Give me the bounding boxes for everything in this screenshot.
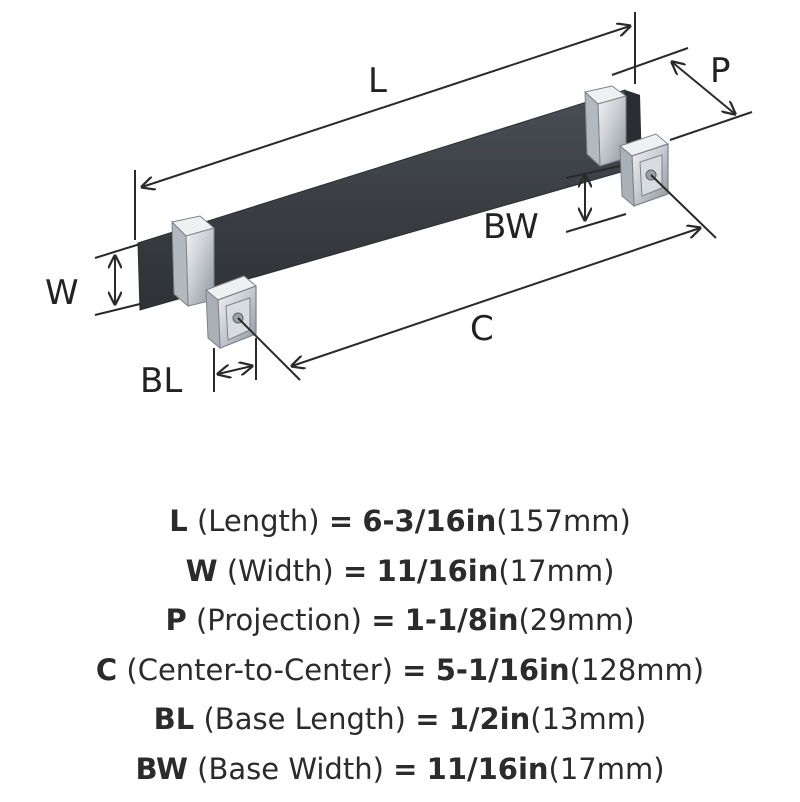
center-arrow bbox=[292, 228, 700, 366]
projection-extension-top bbox=[611, 47, 689, 76]
spec-inch-value: 11/16in bbox=[376, 553, 499, 588]
spec-equals: = bbox=[393, 751, 418, 786]
base-width-extension-top bbox=[565, 165, 621, 179]
spec-equals: = bbox=[371, 603, 396, 637]
width-dimension: W bbox=[45, 243, 141, 316]
base-length-arrow bbox=[218, 366, 252, 374]
spec-mm-value: (29mm) bbox=[518, 603, 635, 637]
spec-name: (Base Width) bbox=[197, 751, 384, 786]
right-base bbox=[618, 133, 670, 208]
label-c: C bbox=[470, 309, 494, 349]
projection-arrow bbox=[672, 62, 735, 114]
base-length-dimension: BL bbox=[140, 338, 257, 401]
center-extension-left bbox=[237, 317, 301, 381]
spec-equals: = bbox=[415, 702, 440, 736]
spec-equals: = bbox=[402, 652, 427, 687]
spec-inch-value: 11/16in bbox=[426, 751, 549, 786]
spec-length: L (Length) = 6-3/16in(157mm) bbox=[0, 497, 800, 547]
spec-mm-value: (128mm) bbox=[569, 652, 705, 687]
spec-abbr: W bbox=[185, 553, 218, 588]
spec-base-length: BL (Base Length) = 1/2in(13mm) bbox=[0, 695, 800, 745]
label-p: P bbox=[710, 51, 731, 91]
spec-base-width: BW (Base Width) = 11/16in(17mm) bbox=[0, 745, 800, 795]
spec-equals: = bbox=[328, 504, 354, 538]
base-width-extension-bottom bbox=[565, 213, 627, 233]
spec-abbr: BL bbox=[153, 702, 195, 736]
width-extension-bottom bbox=[94, 303, 141, 316]
spec-projection: P (Projection) = 1-1/8in(29mm) bbox=[0, 596, 800, 646]
width-extension-top bbox=[94, 243, 141, 259]
spec-abbr: BW bbox=[135, 751, 188, 786]
left-base bbox=[205, 275, 257, 350]
spec-name: (Width) bbox=[226, 553, 334, 588]
spec-width: W (Width) = 11/16in(17mm) bbox=[0, 547, 800, 597]
spec-inch-value: 1-1/8in bbox=[404, 603, 519, 637]
handle-dimension-diagram: L P W BW C BL bbox=[45, 12, 753, 401]
spec-abbr: L bbox=[169, 504, 188, 538]
length-dimension: L bbox=[134, 12, 636, 240]
left-post bbox=[170, 215, 216, 308]
length-arrow bbox=[142, 26, 630, 187]
specification-list: L (Length) = 6-3/16in(157mm) W (Width) =… bbox=[0, 497, 800, 794]
spec-name: (Center-to-Center) bbox=[126, 652, 393, 687]
label-w: W bbox=[45, 273, 79, 313]
spec-inch-value: 1/2in bbox=[448, 702, 531, 736]
center-dimension: C bbox=[237, 174, 717, 381]
spec-abbr: P bbox=[165, 603, 187, 637]
label-bl: BL bbox=[140, 361, 182, 401]
spec-inch-value: 6-3/16in bbox=[362, 504, 497, 538]
spec-name: (Projection) bbox=[195, 603, 362, 637]
spec-name: (Length) bbox=[196, 504, 320, 538]
spec-center-to-center: C (Center-to-Center) = 5-1/16in(128mm) bbox=[0, 646, 800, 696]
spec-mm-value: (17mm) bbox=[548, 751, 665, 786]
label-bw: BW bbox=[483, 207, 539, 247]
spec-abbr: C bbox=[95, 652, 118, 687]
projection-extension-bottom bbox=[669, 111, 753, 141]
projection-dimension: P bbox=[611, 47, 753, 141]
spec-mm-value: (17mm) bbox=[498, 553, 615, 588]
center-extension-right bbox=[650, 174, 717, 239]
spec-mm-value: (157mm) bbox=[496, 504, 631, 538]
label-l: L bbox=[368, 61, 387, 101]
spec-equals: = bbox=[342, 553, 368, 588]
spec-mm-value: (13mm) bbox=[530, 702, 647, 736]
spec-name: (Base Length) bbox=[203, 702, 406, 736]
spec-inch-value: 5-1/16in bbox=[435, 652, 570, 687]
